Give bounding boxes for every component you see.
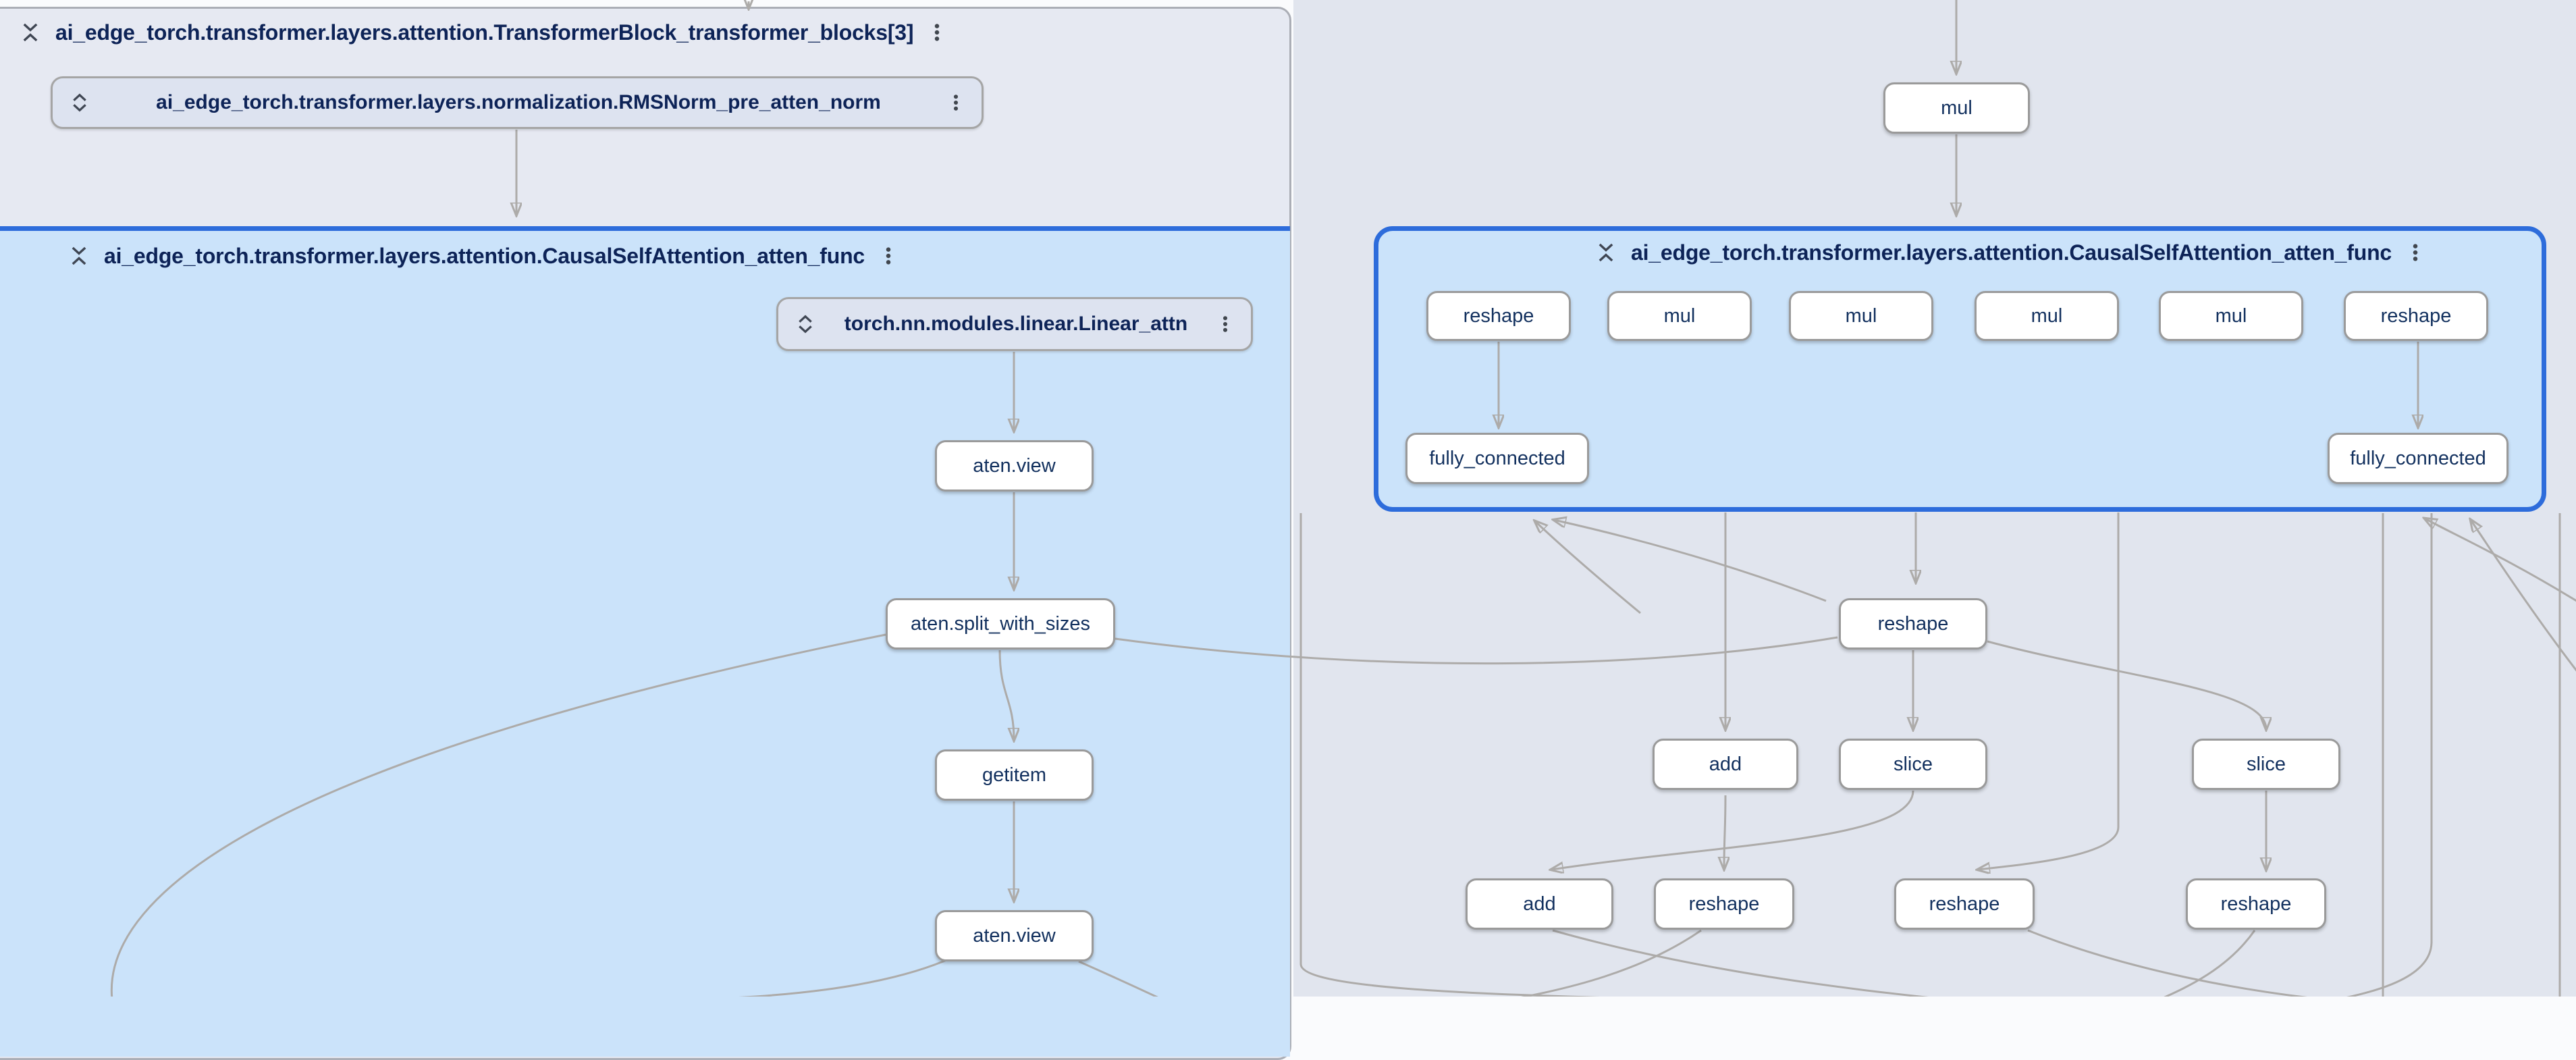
node-slice[interactable]: slice [1839, 739, 1987, 790]
node-mul[interactable]: mul [1883, 82, 2030, 134]
node-label: reshape [2220, 893, 2292, 915]
node-label: add [1523, 893, 1556, 915]
node-reshape[interactable]: reshape [1894, 878, 2035, 930]
node-label: aten.split_with_sizes [911, 612, 1090, 635]
node-label: fully_connected [2350, 447, 2486, 469]
node-label: reshape [1688, 893, 1760, 915]
transformer-block-title: ai_edge_torch.transformer.layers.attenti… [55, 20, 914, 45]
node-reshape[interactable]: reshape [1839, 598, 1987, 650]
node-label: reshape [2380, 304, 2452, 327]
left-panel-title: ai_edge_torch.transformer.layers.attenti… [104, 243, 865, 268]
node-add[interactable]: add [1466, 878, 1613, 930]
node-aten-split-with-sizes[interactable]: aten.split_with_sizes [886, 598, 1115, 650]
node-getitem[interactable]: getitem [935, 749, 1094, 801]
node-label: add [1709, 753, 1742, 775]
node-label: reshape [1463, 304, 1534, 327]
right-panel-header: ai_edge_torch.transformer.layers.attenti… [1594, 238, 2425, 267]
node-fully-connected[interactable]: fully_connected [2328, 433, 2508, 484]
node-label: torch.nn.modules.linear.Linear_attn [844, 313, 1188, 335]
unfold-less-icon[interactable] [1594, 241, 1617, 264]
node-label: reshape [1877, 612, 1949, 635]
node-label: mul [1941, 97, 1973, 119]
node-label: ai_edge_torch.transformer.layers.normali… [156, 91, 881, 113]
unfold-less-icon[interactable] [19, 21, 42, 44]
node-torch-nn-modules-linear-linear-attn[interactable]: torch.nn.modules.linear.Linear_attn [776, 297, 1253, 351]
node-label: aten.view [973, 454, 1056, 477]
node-slice[interactable]: slice [2192, 739, 2340, 790]
canvas-top-strip [0, 0, 1293, 7]
node-aten-view[interactable]: aten.view [935, 910, 1094, 961]
node-label: mul [1663, 304, 1696, 327]
node-label: slice [2246, 753, 2286, 775]
node-label: reshape [1929, 893, 2000, 915]
node-label: mul [2031, 304, 2063, 327]
kebab-menu-icon[interactable] [1216, 315, 1235, 334]
node-label: fully_connected [1429, 447, 1565, 469]
node-fully-connected[interactable]: fully_connected [1405, 433, 1589, 484]
node-label: mul [1845, 304, 1877, 327]
node-label: getitem [982, 764, 1047, 786]
kebab-menu-icon[interactable] [2405, 242, 2425, 263]
node-reshape[interactable]: reshape [1654, 878, 1794, 930]
node-label: aten.view [973, 924, 1056, 947]
node-reshape[interactable]: reshape [1426, 291, 1571, 341]
node-add[interactable]: add [1653, 739, 1798, 790]
kebab-menu-icon[interactable] [927, 22, 947, 43]
kebab-menu-icon[interactable] [946, 93, 965, 112]
node-mul[interactable]: mul [1607, 291, 1752, 341]
node-label: mul [2215, 304, 2247, 327]
node-label: slice [1893, 753, 1933, 775]
kebab-menu-icon[interactable] [878, 246, 898, 266]
unfold-less-icon[interactable] [68, 244, 90, 267]
transformer-block-header: ai_edge_torch.transformer.layers.attenti… [19, 18, 947, 47]
unfold-more-icon[interactable] [795, 313, 816, 335]
node-reshape[interactable]: reshape [2186, 878, 2326, 930]
node-mul[interactable]: mul [1789, 291, 1933, 341]
right-panel-title: ai_edge_torch.transformer.layers.attenti… [1631, 240, 2392, 265]
left-panel-header: ai_edge_torch.transformer.layers.attenti… [68, 241, 898, 271]
node-aten-view[interactable]: aten.view [935, 440, 1094, 492]
node-ai-edge-torch-transformer-layers-normalization-rmsnorm-pre-atten-norm[interactable]: ai_edge_torch.transformer.layers.normali… [51, 76, 984, 129]
node-mul[interactable]: mul [2159, 291, 2303, 341]
node-reshape[interactable]: reshape [2344, 291, 2488, 341]
node-mul[interactable]: mul [1975, 291, 2119, 341]
unfold-more-icon[interactable] [69, 92, 90, 113]
